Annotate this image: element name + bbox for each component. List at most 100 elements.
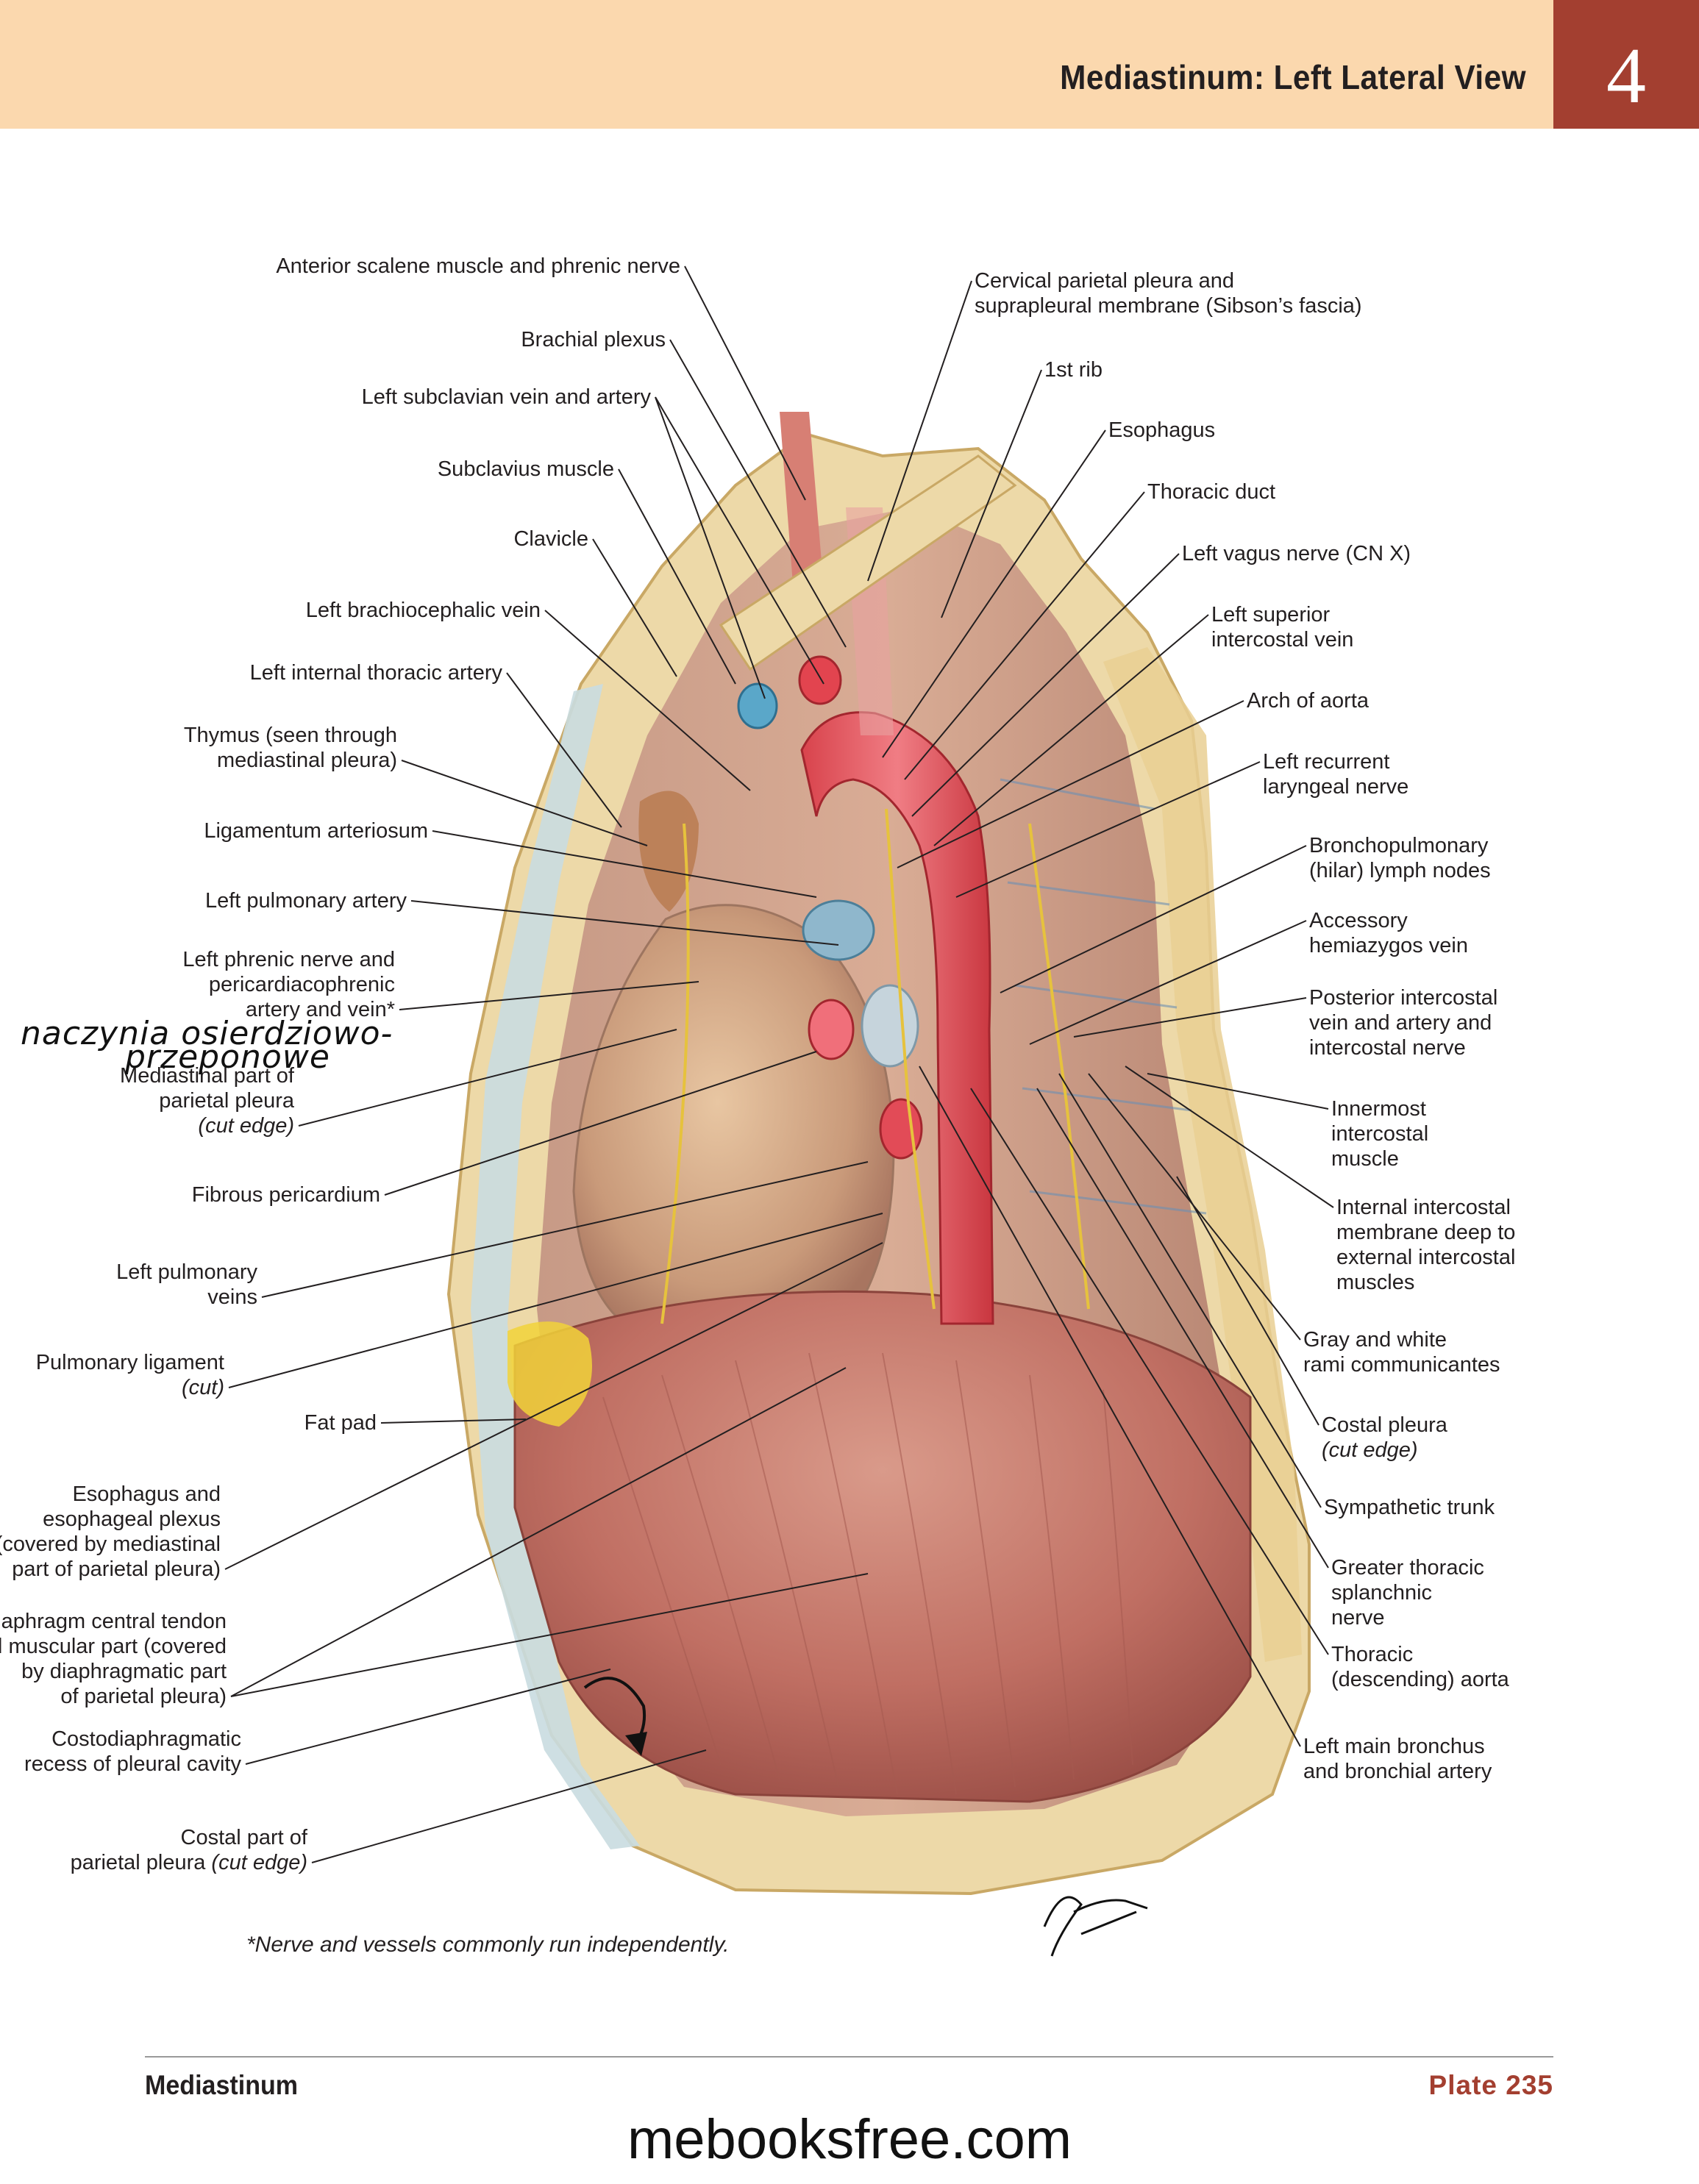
- leader-pulmonary-ligament: [228, 1213, 883, 1388]
- label-brachial-plexus: Brachial plexus: [521, 328, 666, 351]
- subclavian-artery-shape: [798, 655, 842, 705]
- leader-diaphragm-1: [230, 1367, 847, 1697]
- label-pulmonary-ligament: Pulmonary ligament(cut): [35, 1351, 224, 1399]
- leader-first-rib: [941, 369, 1042, 618]
- label-diaphragm: Diaphragm central tendonand muscular par…: [0, 1610, 227, 1708]
- footnote: *Nerve and vessels commonly run independ…: [246, 1933, 730, 1957]
- chapter-number: 4: [1606, 32, 1646, 120]
- thymus-shape: [638, 791, 699, 912]
- leader-accessory-hemiazygos: [1029, 920, 1307, 1045]
- label-costal-pleura: Costal pleura(cut edge): [1322, 1413, 1447, 1462]
- label-thoracic-aorta: Thoracic(descending) aorta: [1331, 1643, 1509, 1691]
- leader-internal-intercostal: [1125, 1066, 1334, 1208]
- label-subclavius: Subclavius muscle: [437, 457, 614, 481]
- leader-left-vagus: [911, 553, 1180, 817]
- leader-thoracic-aorta: [970, 1088, 1329, 1655]
- leader-left-main-bronchus: [919, 1066, 1301, 1747]
- pulmonary-vein-shape-1: [808, 999, 855, 1060]
- page-title: Mediastinum: Left Lateral View: [1060, 58, 1526, 96]
- label-fibrous-pericardium: Fibrous pericardium: [191, 1183, 380, 1207]
- footer-section: Mediastinum: [145, 2070, 299, 2100]
- leader-left-brachiocephalic: [544, 610, 751, 791]
- scalene-muscle-shape: [780, 412, 824, 603]
- label-anterior-scalene: Anterior scalene muscle and phrenic nerv…: [276, 254, 680, 278]
- leader-cervical-pleura: [867, 280, 972, 582]
- leader-left-pulmonary-artery: [410, 900, 839, 946]
- left-pulmonary-artery-shape: [802, 899, 875, 961]
- leader-diaphragm-2: [230, 1573, 869, 1697]
- leader-costodiaphragmatic: [245, 1669, 611, 1765]
- intercostal-bands: [1000, 778, 1207, 1215]
- clavicle-shape: [719, 454, 1017, 671]
- nerve-lines: [660, 808, 1090, 1324]
- label-left-subclavian: Left subclavian vein and artery: [361, 385, 651, 409]
- costal-cartilage-left: [471, 684, 640, 1849]
- footer-divider: [145, 2056, 1553, 2058]
- bronchus-shape: [861, 984, 919, 1068]
- label-left-internal-thoracic: Left internal thoracic artery: [249, 661, 502, 685]
- label-left-brachiocephalic: Left brachiocephalic vein: [305, 599, 541, 622]
- leader-left-phrenic-nerve: [399, 981, 699, 1010]
- leader-lines: [224, 265, 1334, 1863]
- brachiocephalic-vein-shape: [737, 682, 778, 729]
- label-clavicle: Clavicle: [513, 527, 588, 551]
- label-first-rib: 1st rib: [1044, 358, 1103, 382]
- leader-costal-parietal: [311, 1749, 707, 1863]
- recess-arrow-head: [625, 1732, 647, 1756]
- leader-anterior-scalene: [684, 265, 806, 501]
- diaphragm-dome: [513, 1290, 1252, 1803]
- leader-left-pulmonary-veins: [261, 1161, 869, 1298]
- leader-sympathetic-trunk: [1058, 1073, 1322, 1508]
- label-ligamentum-arteriosum: Ligamentum arteriosum: [204, 819, 428, 843]
- leader-mediastinal-pleura: [298, 1029, 677, 1127]
- footer-plate: Plate 235: [1428, 2070, 1553, 2100]
- label-sympathetic-trunk: Sympathetic trunk: [1324, 1496, 1495, 1519]
- handwritten-note-line-2: przeponowe: [125, 1038, 330, 1076]
- leader-costal-pleura: [1176, 1176, 1319, 1426]
- leader-left-superior-intercostal: [933, 614, 1209, 846]
- leader-fat-pad: [380, 1418, 527, 1424]
- leader-esophagus-plexus: [224, 1242, 883, 1570]
- leader-left-subclavian-1: [655, 396, 766, 699]
- label-fat-pad: Fat pad: [304, 1411, 377, 1435]
- label-thoracic-duct: Thoracic duct: [1147, 480, 1276, 504]
- rib-cage-right: [1103, 647, 1302, 1662]
- leader-thoracic-duct: [904, 491, 1145, 780]
- label-arch-of-aorta: Arch of aorta: [1247, 689, 1369, 713]
- leader-left-internal-thoracic: [506, 672, 622, 828]
- label-bronchopulmonary: Bronchopulmonary(hilar) lymph nodes: [1309, 834, 1491, 882]
- chapter-tab: 4: [1553, 0, 1699, 129]
- fat-pad-shape: [507, 1321, 592, 1427]
- thorax-drawing: [446, 412, 1311, 1957]
- leader-innermost-intercostal: [1147, 1073, 1329, 1110]
- leader-left-subclavian-2: [655, 396, 824, 685]
- leader-subclavius: [618, 468, 736, 685]
- leader-esophagus: [882, 429, 1106, 758]
- leader-greater-splanchnic: [1036, 1088, 1329, 1569]
- leader-brachial-plexus: [669, 339, 847, 648]
- leader-bronchopulmonary: [1000, 845, 1307, 993]
- watermark: mebooksfree.com: [627, 2108, 1072, 2171]
- pulmonary-vein-shape-2: [879, 1098, 923, 1160]
- header-band: [0, 0, 1553, 129]
- handwritten-note-line-1: naczynia osierdziowo-: [21, 1015, 393, 1052]
- leader-left-recurrent-laryngeal: [955, 761, 1261, 898]
